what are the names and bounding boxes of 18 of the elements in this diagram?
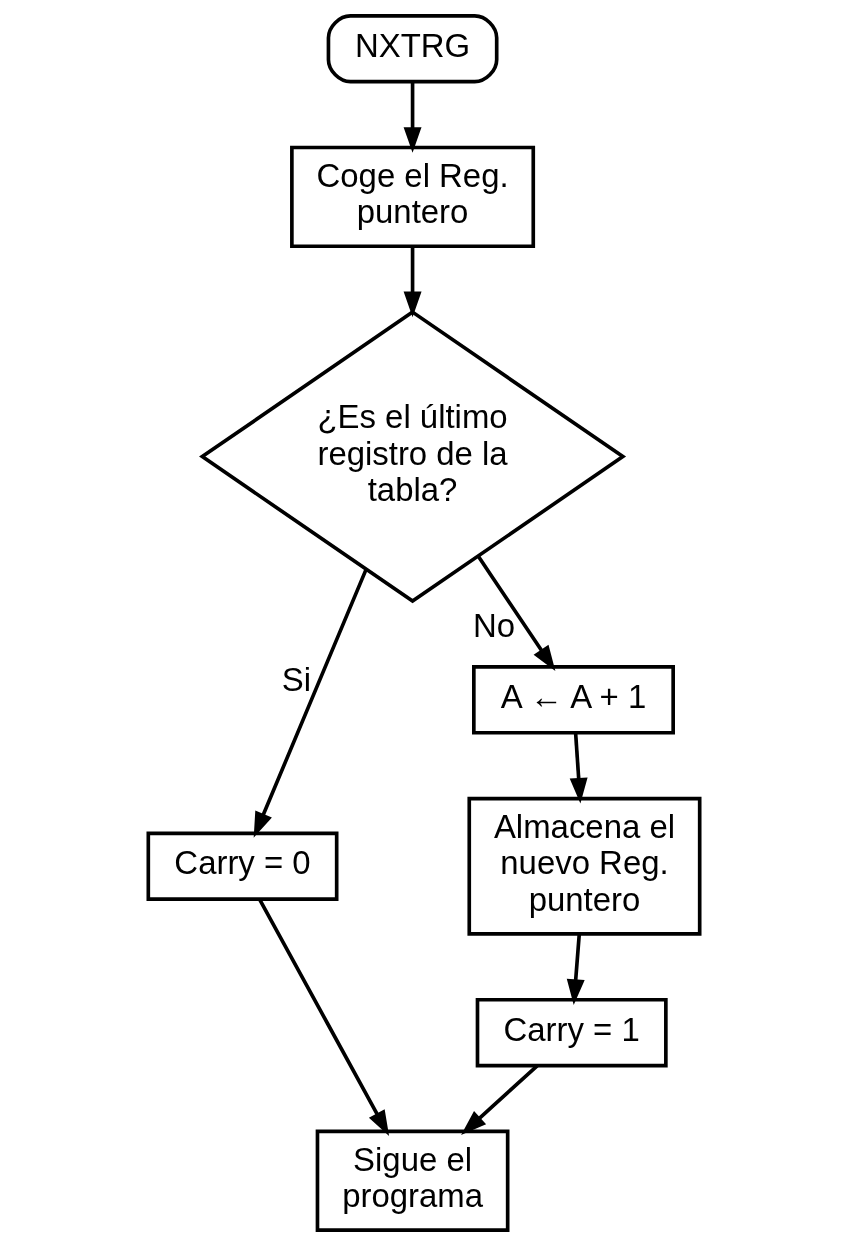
arrow [403,246,422,318]
node-diamond: ¿Es el último registro de la tabla? [199,309,627,604]
arrow [253,568,368,838]
edge-label: Si [281,660,312,698]
node-box: A ← A + 1 [472,665,675,735]
node-box: Sigue el programa [315,1129,510,1232]
node-box: Carry = 0 [146,831,339,901]
node-box: Coge el Reg. puntero [290,145,536,249]
arrow [566,934,585,1005]
arrow [476,555,556,671]
arrow [569,732,588,804]
edge-label: No [473,607,516,645]
arrow [258,898,390,1137]
node-box: NXTRG [326,14,499,84]
node-box: Almacena el nuevo Reg. puntero [467,796,702,936]
arrow [403,81,422,153]
node-box: Carry = 1 [475,997,668,1068]
arrow [461,1064,539,1135]
